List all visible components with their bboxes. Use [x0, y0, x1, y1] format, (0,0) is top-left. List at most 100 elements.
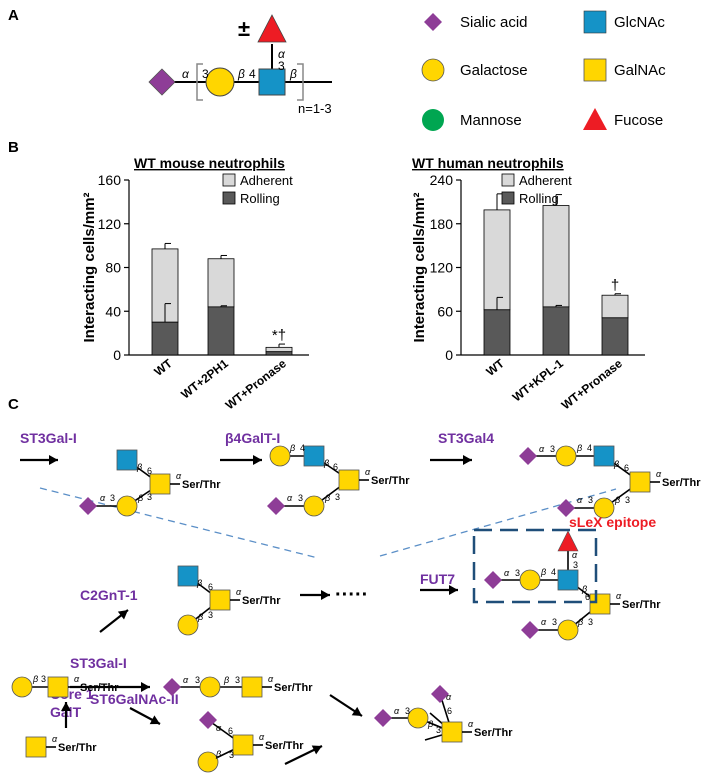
- linkage-3: 3: [405, 706, 410, 716]
- legend-rolling-label: Rolling: [519, 191, 559, 206]
- galactose-icon: [519, 569, 541, 591]
- bar-rolling: [265, 351, 293, 356]
- x-category-label: WT+Pronase: [223, 356, 289, 412]
- ser-thr-label: Ser/Thr: [622, 599, 661, 611]
- linkage-beta: β: [197, 612, 203, 622]
- sialic-acid-icon: [521, 621, 539, 639]
- fucose-linkage-alpha: α: [278, 47, 286, 61]
- ser-thr-label: Ser/Thr: [242, 595, 281, 607]
- slex-epitope-label: sLeX epitope: [569, 514, 656, 530]
- linkage-alpha: α: [216, 723, 222, 733]
- linkage-beta: β: [540, 567, 546, 577]
- x-category-label: WT+2PH1: [178, 356, 231, 402]
- legend-glcnac-icon: [583, 10, 607, 34]
- galnac-icon: [241, 676, 263, 698]
- enzyme-st3gal4: ST3Gal4: [438, 430, 494, 446]
- y-tick-label: 120: [98, 216, 122, 232]
- galactose-icon: [116, 495, 138, 517]
- panel-label-c: C: [8, 396, 19, 413]
- sialic-acid-icon: [267, 497, 285, 515]
- legend-galactose-icon: [421, 58, 445, 82]
- galnac-icon: [209, 589, 231, 611]
- linkage-alpha: α: [446, 692, 452, 702]
- core1-galactose-icon: [11, 676, 33, 698]
- glcnac-icon: [258, 68, 286, 96]
- glcnac-icon: [303, 445, 325, 467]
- linkage-beta: β: [614, 495, 620, 505]
- enzyme-st3gal1-bottom: ST3Gal-I: [70, 655, 127, 671]
- legend-galnac-icon: [583, 58, 607, 82]
- linkage-beta: β: [581, 584, 587, 594]
- legend-mannose-icon: [422, 109, 444, 131]
- sialic-acid-icon: [431, 685, 449, 703]
- ser-thr-label: Ser/Thr: [371, 475, 410, 487]
- x-category-label: WT+KPL-1: [510, 356, 566, 404]
- enzyme-st6galnac2: ST6GalNAc-II: [90, 691, 179, 707]
- linkage-alpha: α: [176, 471, 182, 481]
- linkage-alpha: α: [616, 591, 622, 601]
- linkage-beta: β: [237, 67, 245, 81]
- linkage-3: 3: [202, 67, 209, 81]
- legend-rolling-label: Rolling: [240, 191, 280, 206]
- linkage-alpha: α: [656, 469, 662, 479]
- linkage-6: 6: [228, 726, 233, 736]
- sialic-acid-icon: [374, 709, 392, 727]
- x-category-label: WT: [152, 356, 176, 379]
- significance-mark: †: [611, 277, 619, 294]
- linkage-3: 3: [41, 674, 46, 684]
- linkage-6: 6: [333, 462, 338, 472]
- divider-right: [379, 488, 617, 557]
- sialic-acid-icon: [79, 497, 97, 515]
- bar-rolling: [151, 321, 179, 356]
- arrow-c2gnt1-head: [117, 610, 128, 620]
- linkage-alpha: α: [541, 617, 547, 627]
- galactose-icon: [197, 751, 219, 773]
- ser-thr-label: Ser/Thr: [182, 479, 221, 491]
- enzyme-st3gal1-top: ST3Gal-I: [20, 430, 77, 446]
- galactose-icon: [555, 445, 577, 467]
- legend-adherent-label: Adherent: [519, 173, 572, 188]
- optional-fucose-sign: ±: [238, 16, 250, 41]
- y-tick-label: 60: [437, 303, 453, 319]
- linkage-6: 6: [147, 466, 152, 476]
- linkage-3: 3: [208, 610, 213, 620]
- pathway-arrows: [20, 455, 472, 765]
- bar-adherent: [483, 209, 511, 311]
- legend-sialic-acid-label: Sialic acid: [460, 14, 528, 31]
- y-tick-label: 0: [445, 347, 453, 363]
- arrow-to-disialyl-a-head: [351, 706, 362, 716]
- galnac-icon: [338, 469, 360, 491]
- arrow-to-disialyl-b-head: [311, 745, 322, 755]
- arrow-to-ellipsis-head: [321, 590, 330, 600]
- sialic-acid-icon: [163, 678, 181, 696]
- bar-adherent: [601, 294, 629, 319]
- galactose-icon: [199, 676, 221, 698]
- linkage-3: 3: [588, 495, 593, 505]
- glycan-structure-a: ± α 3 β 4 α 3 β n=1-3: [148, 14, 332, 116]
- linkage-4: 4: [551, 567, 556, 577]
- galnac-icon: [589, 593, 611, 615]
- bar-rolling: [542, 306, 570, 356]
- arrow-fut7-head: [449, 585, 458, 595]
- fucose-icon: [557, 530, 579, 552]
- linkage-3: 3: [515, 568, 520, 578]
- legend-fucose-label: Fucose: [614, 112, 663, 129]
- linkage-alpha: α: [468, 719, 474, 729]
- galnac-icon: [232, 734, 254, 756]
- legend-rolling-swatch: [501, 191, 515, 205]
- bar-rolling: [207, 306, 235, 356]
- linkage-alpha: α: [539, 444, 545, 454]
- repeat-bracket-left: [196, 63, 203, 101]
- y-tick-label: 0: [113, 347, 121, 363]
- legend-glcnac-label: GlcNAc: [614, 14, 665, 31]
- arrow-st6galnac2-head: [149, 715, 160, 725]
- linkage-beta: β: [215, 749, 221, 759]
- monosaccharide-legend: Sialic acid GlcNAc Galactose GalNAc Mann…: [421, 10, 666, 131]
- arrow-st3gal1-top-head: [49, 455, 58, 465]
- y-tick-label: 80: [105, 260, 121, 276]
- panel-label-b: B: [8, 139, 19, 156]
